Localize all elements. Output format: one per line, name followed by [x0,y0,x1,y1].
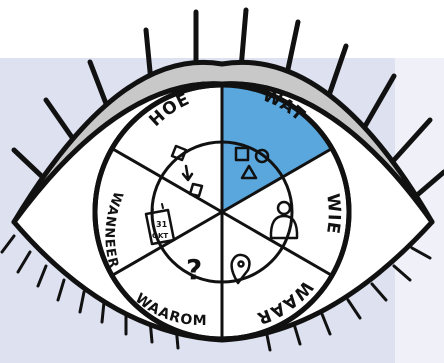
question-mark-icon: ? [186,253,202,286]
calendar-day: 31 [156,220,168,229]
calendar-month: OKT [152,232,168,240]
